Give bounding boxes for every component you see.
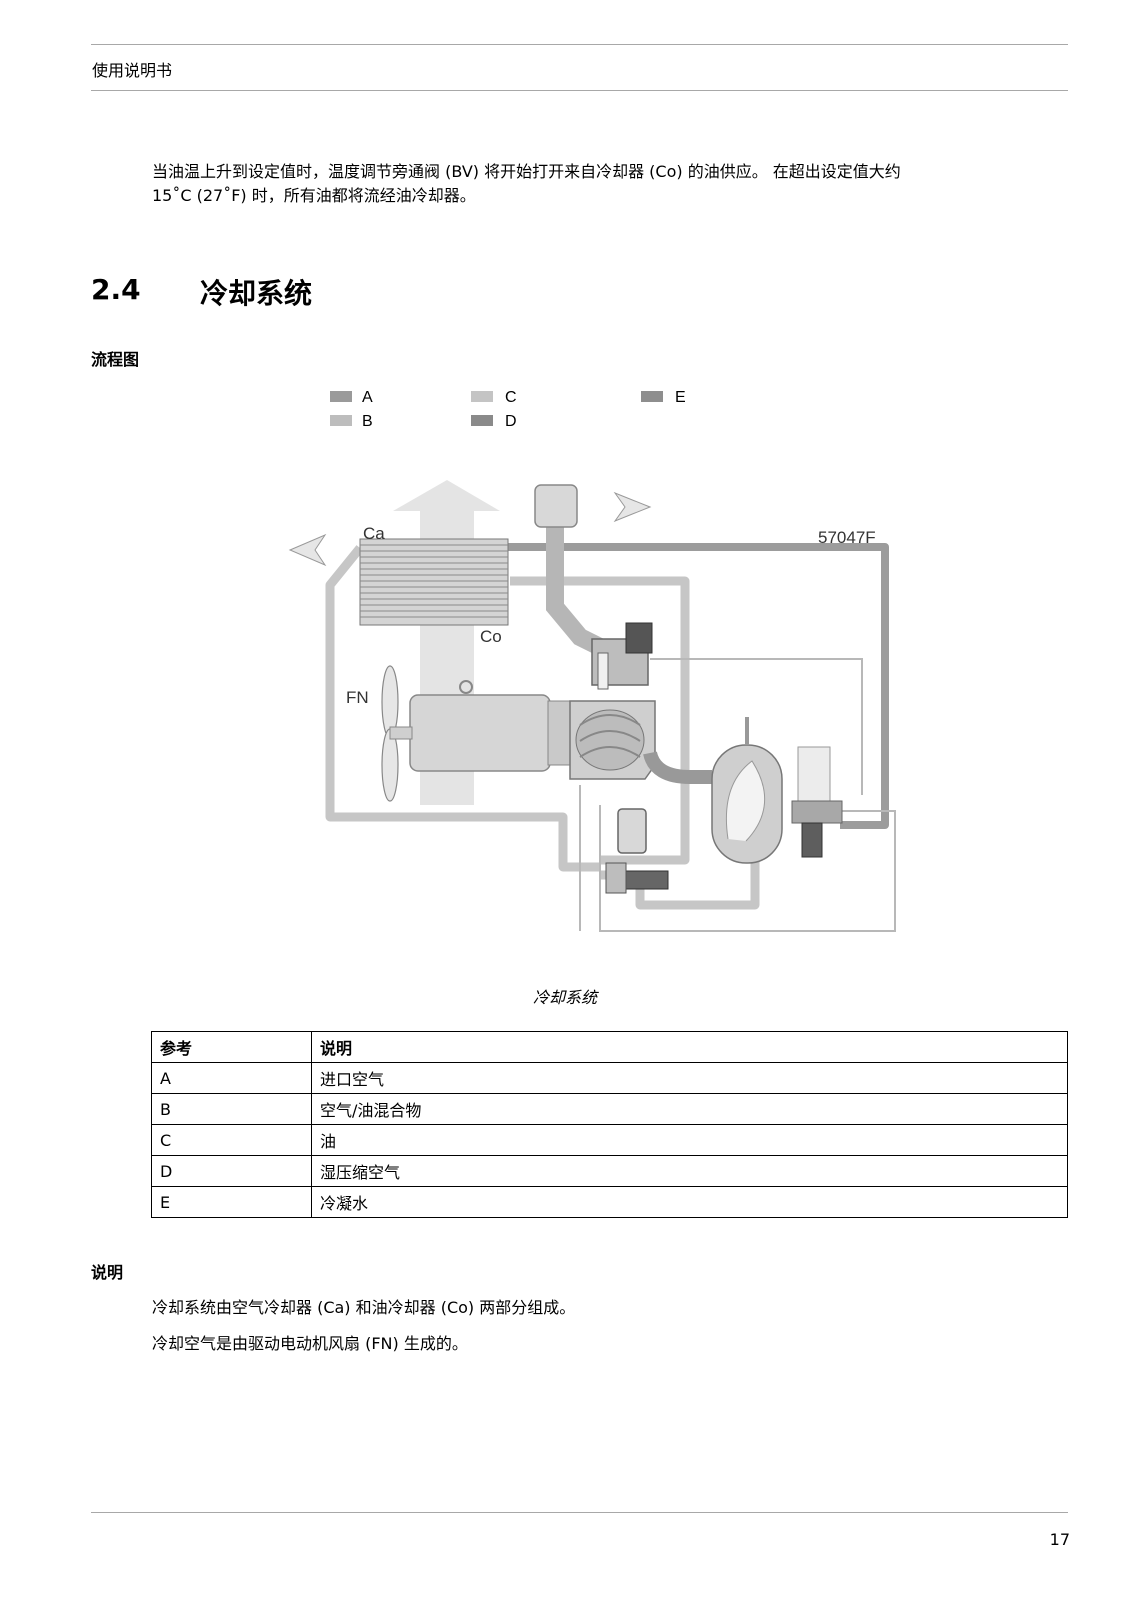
table-cell-ref: A — [151, 1062, 312, 1094]
legend-swatch-a — [330, 391, 352, 402]
legend-swatch-b — [330, 415, 352, 426]
reference-table: 参考 说明 A 进口空气 B 空气/油混合物 C 油 D 湿压缩空气 E 冷凝水 — [151, 1031, 1068, 1218]
description-heading: 说明 — [91, 1263, 124, 1282]
cooler-block — [359, 538, 509, 626]
description-line-1: 冷却系统由空气冷却器 (Ca) 和油冷却器 (Co) 两部分组成。 — [152, 1298, 576, 1317]
table-header-ref: 参考 — [151, 1031, 312, 1063]
air-filter — [534, 484, 578, 528]
outlet-valve-block — [791, 746, 843, 858]
oil-separator-vessel — [711, 717, 783, 864]
oil-filter — [605, 808, 669, 894]
table-header-desc: 说明 — [311, 1031, 1068, 1063]
description-line-2: 冷却空气是由驱动电动机风扇 (FN) 生成的。 — [152, 1334, 468, 1353]
drive-motor — [409, 680, 571, 772]
control-lines — [579, 658, 896, 932]
inlet-air-arrow — [613, 491, 652, 523]
header-top-rule — [91, 44, 1068, 45]
legend-swatch-c — [471, 391, 493, 402]
table-cell-desc: 冷凝水 — [311, 1186, 1068, 1218]
legend-label-b: B — [362, 413, 373, 430]
footer-rule — [91, 1512, 1068, 1513]
table-row: B 空气/油混合物 — [151, 1093, 1068, 1125]
header-bottom-rule — [91, 90, 1068, 91]
diagram-caption: 冷却系统 — [532, 988, 597, 1007]
intro-line-2: 15˚C (27˚F) 时，所有油都将流经油冷却器。 — [152, 186, 476, 205]
legend-label-d: D — [505, 413, 517, 430]
table-row: E 冷凝水 — [151, 1186, 1068, 1218]
table-header-row: 参考 说明 — [151, 1031, 1068, 1063]
label-ca: Ca — [363, 524, 385, 543]
table-cell-ref: C — [151, 1124, 312, 1156]
table-row: D 湿压缩空气 — [151, 1155, 1068, 1187]
table-cell-desc: 湿压缩空气 — [311, 1155, 1068, 1187]
legend-swatch-d — [471, 415, 493, 426]
table-cell-ref: D — [151, 1155, 312, 1187]
compressor-element — [569, 700, 656, 780]
table-cell-desc: 空气/油混合物 — [311, 1093, 1068, 1125]
intro-paragraph: 当油温上升到设定值时，温度调节旁通阀 (BV) 将开始打开来自冷却器 (Co) … — [152, 160, 1052, 208]
intake-pipe — [546, 515, 605, 656]
table-cell-ref: B — [151, 1093, 312, 1125]
table-row: C 油 — [151, 1124, 1068, 1156]
legend-label-c: C — [505, 389, 517, 406]
label-fn: FN — [346, 688, 369, 707]
section-number: 2.4 — [91, 273, 141, 306]
air-oil-line — [505, 543, 889, 829]
section-title: 冷却系统 — [200, 277, 313, 310]
page-number: 17 — [1049, 1530, 1070, 1549]
cooling-system-diagram: A B C D E — [288, 389, 896, 932]
fan-icon — [381, 665, 413, 802]
diagram-code: 57047F — [818, 528, 876, 547]
table-cell-ref: E — [151, 1186, 312, 1218]
legend-label-e: E — [675, 389, 686, 406]
legend-label-a: A — [362, 389, 373, 406]
header-title: 使用说明书 — [92, 61, 173, 80]
diagram-legend: A B C D E — [330, 389, 686, 430]
outlet-air-arrow — [288, 533, 327, 567]
table-row: A 进口空气 — [151, 1062, 1068, 1094]
table-cell-desc: 进口空气 — [311, 1062, 1068, 1094]
label-co: Co — [480, 627, 502, 646]
discharge-pipe — [643, 750, 712, 784]
bypass-valve — [591, 622, 653, 690]
flow-chart-heading: 流程图 — [91, 350, 140, 369]
legend-swatch-e — [641, 391, 663, 402]
table-cell-desc: 油 — [311, 1124, 1068, 1156]
intro-line-1: 当油温上升到设定值时，温度调节旁通阀 (BV) 将开始打开来自冷却器 (Co) … — [152, 162, 901, 181]
